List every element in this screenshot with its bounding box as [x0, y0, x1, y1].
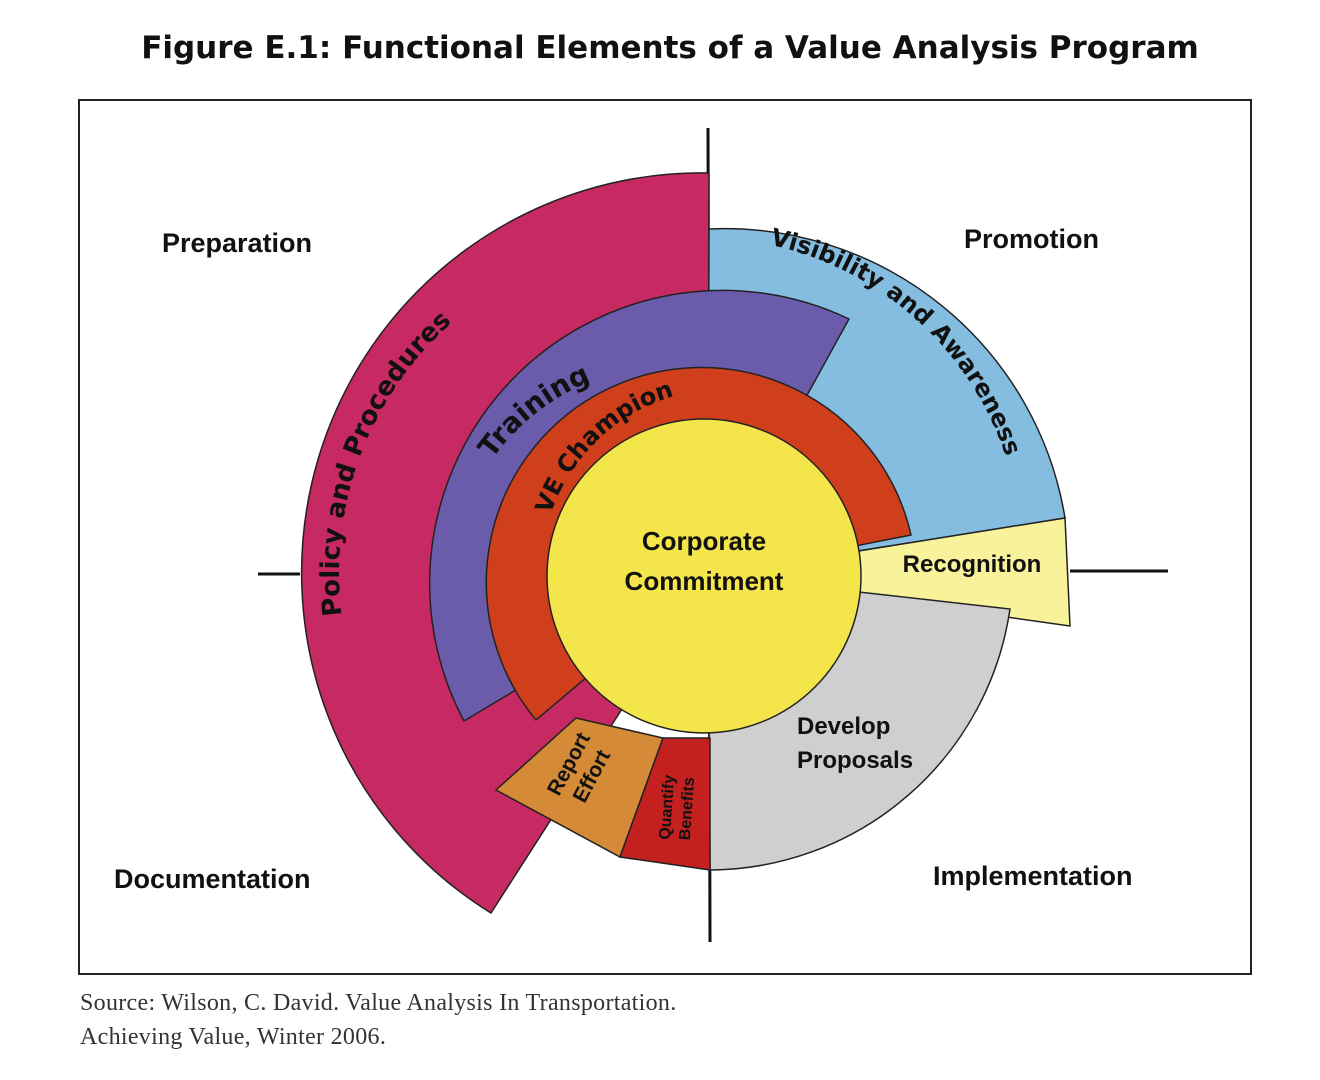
develop-label-line2: Proposals — [797, 747, 913, 774]
quantify-label-line1: Quantify — [657, 774, 678, 840]
core-label-line1: Corporate — [642, 526, 766, 556]
quantify-label-line2: Benefits — [677, 777, 698, 841]
recognition-label: Recognition — [903, 551, 1042, 578]
core-label-line2: Commitment — [625, 566, 784, 596]
core-circle — [546, 418, 862, 734]
source-line-2: Achieving Value, Winter 2006. — [80, 1024, 387, 1050]
quadrant-label-implementation: Implementation — [933, 861, 1133, 891]
quadrant-label-promotion: Promotion — [964, 224, 1099, 254]
develop-label-line1: Develop — [797, 713, 890, 740]
quadrant-label-documentation: Documentation — [114, 864, 311, 894]
quantify-segment — [618, 737, 711, 871]
figure-title: Figure E.1: Functional Elements of a Val… — [141, 30, 1199, 66]
quadrant-label-preparation: Preparation — [162, 228, 312, 258]
source-line-1: Source: Wilson, C. David. Value Analysis… — [80, 990, 677, 1016]
